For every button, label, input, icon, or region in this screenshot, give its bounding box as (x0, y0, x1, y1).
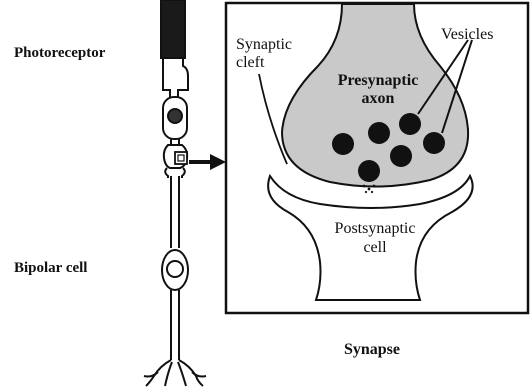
bipolar-dendrite (171, 176, 179, 248)
photoreceptor-cell (161, 0, 188, 168)
vesicle (423, 132, 445, 154)
photoreceptor-inner-segment (163, 58, 188, 98)
vesicle-releasing (358, 160, 380, 182)
photoreceptor-label: Photoreceptor (14, 45, 106, 61)
synaptic-cleft-label-line1: Synaptic (236, 36, 292, 53)
postsynaptic-label-line2: cell (363, 239, 387, 256)
postsynaptic-label-line1: Postsynaptic (335, 220, 416, 237)
vesicles-label: Vesicles (441, 26, 493, 43)
photoreceptor-nucleus (168, 109, 182, 123)
vesicle (390, 145, 412, 167)
vesicle (332, 133, 354, 155)
bipolar-terminal-branches (144, 360, 206, 386)
magnify-arrow (189, 154, 226, 170)
bipolar-nucleus (167, 261, 183, 277)
presynaptic-label-line1: Presynaptic (338, 72, 419, 89)
bipolar-cell-label: Bipolar cell (14, 260, 87, 276)
synapse-caption: Synapse (344, 341, 400, 358)
photoreceptor-outer-segment (161, 0, 185, 58)
vesicle (399, 113, 421, 135)
bipolar-axon (171, 290, 179, 360)
bipolar-cell (144, 168, 206, 386)
synaptic-cleft-label-line2: cleft (236, 54, 265, 71)
vesicle (368, 122, 390, 144)
presynaptic-label-line2: axon (362, 90, 395, 107)
